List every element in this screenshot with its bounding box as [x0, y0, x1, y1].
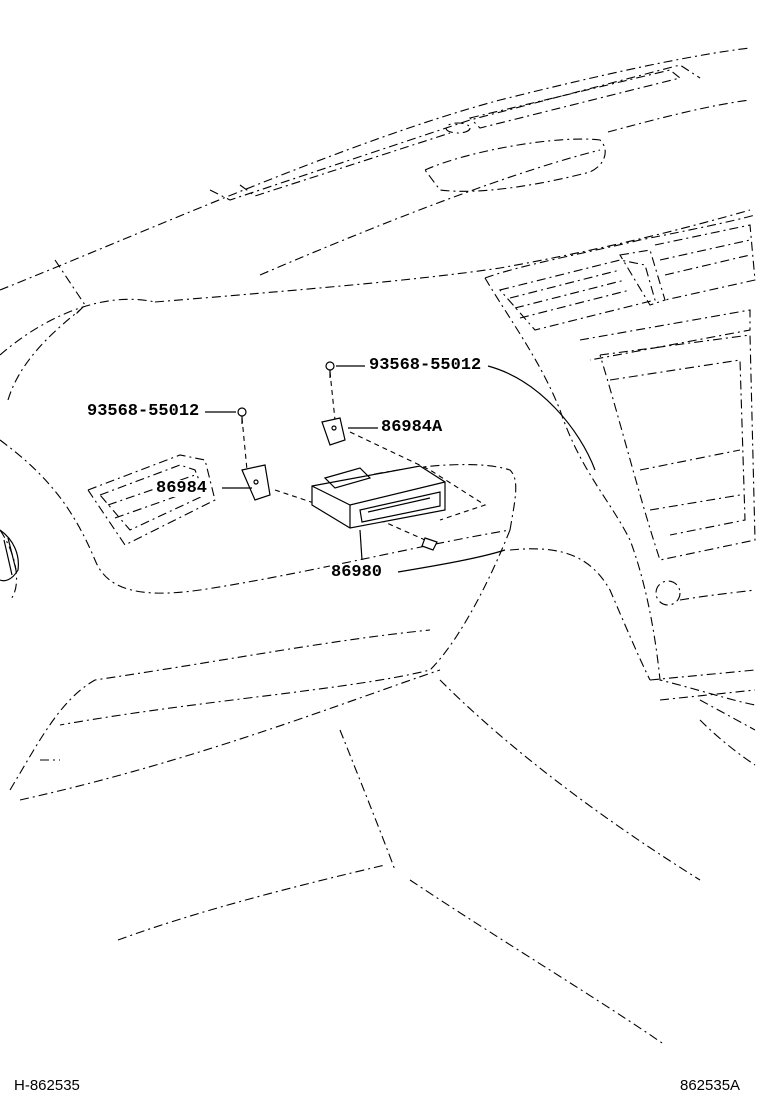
callout-bracket-left: 86984	[155, 479, 209, 498]
dashboard-outline	[0, 47, 756, 1046]
bracket-left-part	[241, 464, 271, 501]
leader-lines	[205, 365, 596, 573]
callout-unit: 86980	[330, 563, 384, 582]
small-screw-part	[421, 537, 438, 551]
left-bolt-part	[237, 407, 247, 424]
footer-left-code: H-862535	[14, 1077, 80, 1094]
callout-bolt-left: 93568-55012	[86, 402, 201, 421]
upper-bolt-part	[325, 361, 335, 378]
bracket-right-part	[321, 417, 346, 446]
footer-right-code: 862535A	[680, 1077, 741, 1094]
ecu-unit-part	[311, 465, 446, 529]
callout-bracket-right: 86984A	[380, 418, 444, 437]
callout-bolt-upper: 93568-55012	[368, 356, 483, 375]
